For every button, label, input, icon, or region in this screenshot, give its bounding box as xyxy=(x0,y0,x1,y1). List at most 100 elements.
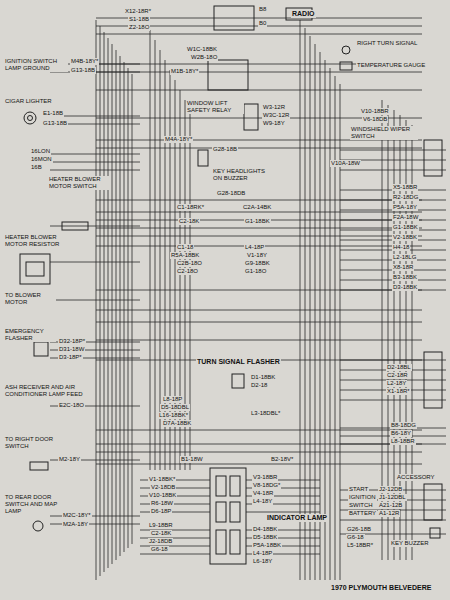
wire-code: D1-18BK xyxy=(250,374,276,381)
ignition-switch xyxy=(424,484,442,520)
wire xyxy=(50,162,140,163)
map-lamp xyxy=(33,521,43,531)
wire-code: D3-18P* xyxy=(58,354,83,361)
wire xyxy=(120,56,121,556)
wire xyxy=(340,360,446,361)
wire-code: C2-18K xyxy=(150,530,172,537)
wire-code: L4-18P xyxy=(252,550,273,557)
component-label: ACCESSORY xyxy=(396,474,436,481)
resistor-coil xyxy=(26,262,44,276)
wire-code: G13-18B xyxy=(42,120,68,127)
door-switch-plug xyxy=(30,462,48,470)
wire xyxy=(140,554,210,555)
component-label: SWITCH xyxy=(348,502,374,509)
wire-code: D7A-18BK xyxy=(162,420,192,427)
wire-code: V10-18BR xyxy=(360,108,390,115)
wire xyxy=(96,464,422,465)
wire-code: G6-18 xyxy=(150,546,169,553)
wire-code: D32-18P* xyxy=(58,338,86,345)
component-label: ASH RECEIVER AND AIR CONDITIONER LAMP FE… xyxy=(4,384,86,398)
wire-code: G1-18O xyxy=(244,268,267,275)
cigar-lighter xyxy=(24,112,36,124)
key-buzzer xyxy=(430,528,440,538)
wire-code: D6-18P xyxy=(150,508,172,515)
wire-code: W1C-18BK xyxy=(186,46,218,53)
wire-code: C2A-14BK xyxy=(242,204,272,211)
wire xyxy=(108,38,109,568)
wire-code: C2-18R xyxy=(386,372,409,379)
wire-code: L4-18P xyxy=(244,244,265,251)
wire-code: S1-18B xyxy=(128,16,150,23)
wire xyxy=(340,150,446,151)
component-label: RADIO xyxy=(291,10,316,18)
wire-code: V2-18DB xyxy=(150,484,176,491)
wire-code: G1-18BK xyxy=(392,224,419,231)
wire-code: L3-18DBL* xyxy=(250,410,281,417)
wire-code: G28-18B xyxy=(212,146,238,153)
wire-code: W3-12R xyxy=(262,104,286,111)
wire-code: V10-18BK xyxy=(148,492,177,499)
wire xyxy=(50,226,140,227)
right-connector xyxy=(424,352,442,408)
wiper-switch xyxy=(424,140,442,176)
blower-switch-plug xyxy=(62,222,88,230)
wire-code: L8-18BR xyxy=(390,438,416,445)
wire xyxy=(155,40,156,470)
wire-code: P5A-18BK xyxy=(252,542,282,549)
wire xyxy=(96,236,422,237)
wire-code: B0 xyxy=(258,20,267,27)
wire-code: X1-18R* xyxy=(386,388,411,395)
wire-code: B1-18W xyxy=(180,456,204,463)
wire-code: L9-18BR xyxy=(148,522,174,529)
wire-code: W2B-18O xyxy=(190,54,218,61)
wire-code: X5-18BR xyxy=(392,184,418,191)
wire xyxy=(96,72,422,73)
wire-code: V8-18DG* xyxy=(252,482,281,489)
wire-code: B8-18DG xyxy=(390,422,417,429)
wire-code: P5A-18Y xyxy=(392,204,418,211)
component-label: IGNITION xyxy=(348,494,377,501)
wire xyxy=(246,512,320,513)
radio-switch xyxy=(214,6,254,30)
connector-block xyxy=(210,468,246,564)
component-label: TO BLOWER MOTOR xyxy=(4,292,56,306)
wire-code: D5-18DBL xyxy=(160,404,190,411)
cigar-lighter-core xyxy=(28,116,33,121)
wire-code: D31-18W xyxy=(58,346,85,353)
wire-code: M1B-18Y* xyxy=(170,68,199,75)
wire xyxy=(100,26,101,576)
wire-code: X8-18R xyxy=(392,264,414,271)
wire-code: G26-18B xyxy=(346,526,372,533)
wire-code: V2-18BK xyxy=(392,234,418,241)
component-label: START xyxy=(348,486,369,493)
wire-code: D2-18 xyxy=(250,382,268,389)
wire xyxy=(330,68,331,580)
wire xyxy=(124,62,125,552)
component-label: KEY HEADLIGHTS ON BUZZER xyxy=(212,168,276,182)
wire-code: 1970 PLYMOUTH BELVEDERE xyxy=(330,584,432,592)
emergency-flasher xyxy=(34,342,48,356)
wire-code: M2C-18Y* xyxy=(62,512,92,519)
component-label: KEY BUZZER xyxy=(390,540,430,547)
component-label: CIGAR LIGHTER xyxy=(4,98,53,105)
wire-code: B8 xyxy=(258,6,267,13)
wire xyxy=(96,452,422,453)
temperature-gauge xyxy=(340,62,352,70)
wire-code: B2-18V* xyxy=(270,456,294,463)
wire xyxy=(150,30,151,470)
wire-code: E2C-18O xyxy=(58,402,85,409)
component-label: BATTERY xyxy=(348,510,377,517)
wire xyxy=(96,148,422,149)
wire-code: M2A-18Y xyxy=(62,521,89,528)
wire-code: G1-18BK xyxy=(244,218,271,225)
wire-code: L8-18P xyxy=(162,396,183,403)
component-label: INDICATOR LAMP xyxy=(266,514,328,522)
wire-code: M4B-18Y* xyxy=(70,58,99,65)
wire-code: G6-18 xyxy=(346,534,365,541)
wire-code: E1-18B xyxy=(42,110,64,117)
wire-code: J1-12DBL xyxy=(378,494,407,501)
wire xyxy=(96,212,422,213)
wire-code: A1-12R xyxy=(378,510,400,517)
wire-code: V1-18BK* xyxy=(148,476,176,483)
